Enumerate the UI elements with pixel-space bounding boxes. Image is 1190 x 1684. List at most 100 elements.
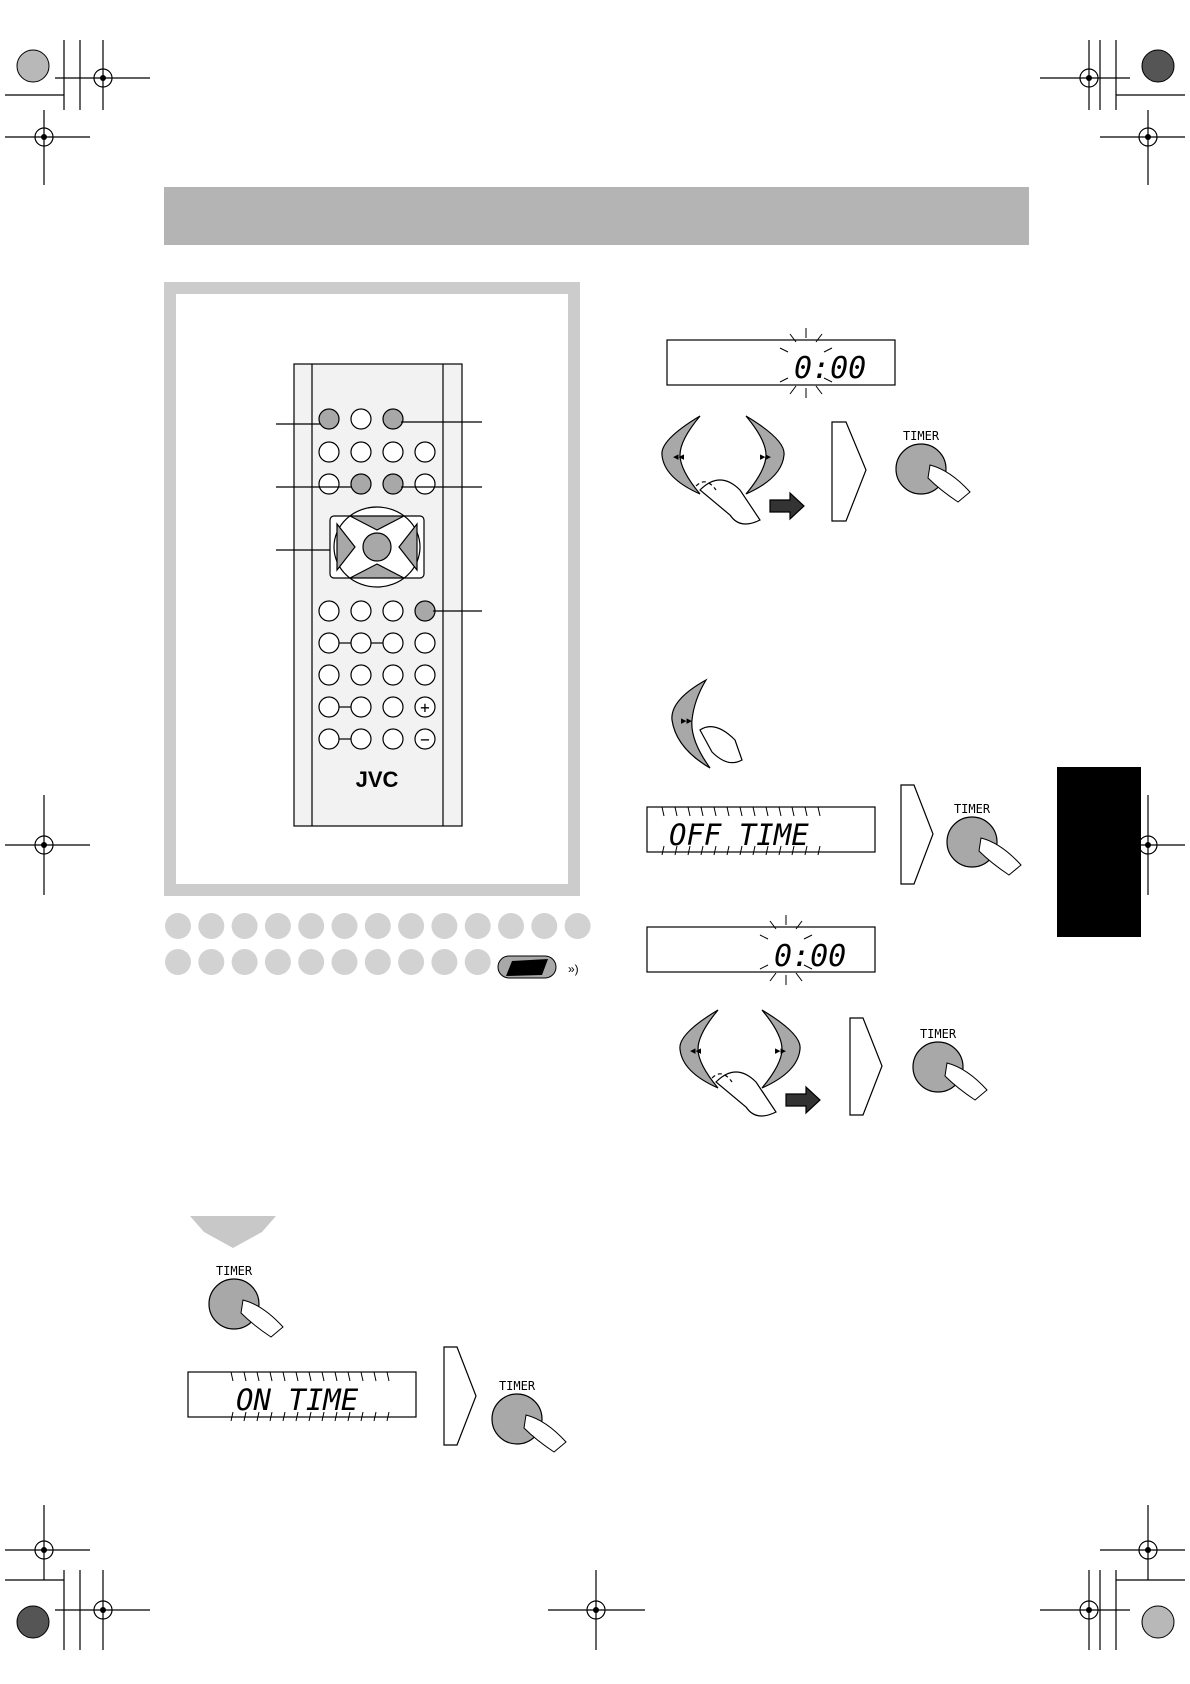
flow-arrows [443,421,934,1446]
blink-ray [295,1371,299,1382]
blink-ray [321,1411,325,1422]
blink-ray [282,1371,286,1382]
blink-ray [256,1371,260,1382]
blink-ray [256,1411,260,1422]
decorative-dot [165,949,191,975]
blink-ray [360,1371,364,1382]
timer-label-1: TIMER [903,429,940,443]
decorative-dot [398,913,425,939]
blink-ray [804,806,808,817]
blink-ray [269,1411,273,1422]
blink-ray [739,845,743,856]
timer-button-4[interactable] [208,1278,284,1338]
timer-button-2[interactable] [946,816,1022,876]
remote-control [276,363,482,827]
blink-ray [386,1411,390,1422]
svg-text:+: + [420,698,430,717]
timer-button-1[interactable] [895,443,971,503]
blink-ray [282,1411,286,1422]
svg-text:»): ») [568,962,579,976]
blink-ray [765,806,769,817]
blink-ray [739,806,743,817]
decorative-dot [464,913,491,939]
decorative-dot [165,913,191,939]
svg-text:ON TIME: ON TIME [236,1383,359,1417]
decorative-dot [198,913,225,939]
blink-ray [713,845,717,856]
decorative-dot [364,913,391,939]
blink-ray [334,1411,338,1422]
blink-ray [817,845,821,856]
decorative-dot [398,949,425,975]
blink-ray [687,845,691,856]
registration-marks [5,40,1185,1650]
decorative-dot [298,949,325,975]
decorative-dot [264,949,291,975]
blink-ray [726,806,730,817]
timer-button-5[interactable] [491,1393,567,1453]
blink-ray [243,1411,247,1422]
decorative-dot [198,949,225,975]
next-icon-3[interactable]: ▸▸ [775,1045,787,1057]
decorative-dot [498,913,524,939]
header-bar [164,187,1029,245]
blink-ray [386,1371,390,1382]
decorative-dot [231,949,258,975]
display-off-time: OFF TIME [646,806,876,856]
blink-ray [778,845,782,856]
decorative-dot [298,913,325,939]
side-tab [1057,767,1141,937]
blink-ray [308,1371,312,1382]
blink-ray [700,806,704,817]
blink-ray [791,806,795,817]
svg-text:−: − [420,730,430,749]
skip-buttons-1 [661,415,805,525]
blink-ray [295,1411,299,1422]
decorative-dot [431,913,458,939]
blink-ray [778,806,782,817]
blink-ray [804,845,808,856]
blink-ray [360,1411,364,1422]
blink-ray [230,1371,234,1382]
blink-ray [765,845,769,856]
remote-sensor-icon: ») [497,955,579,979]
blink-ray [817,806,821,817]
timer-label-5: TIMER [499,1379,536,1393]
blink-ray [661,806,665,817]
prev-icon-1[interactable]: ◂◂ [673,451,685,463]
color-target-marks [16,49,1175,1639]
svg-text:OFF TIME: OFF TIME [669,818,809,852]
display-on-time: ON TIME [187,1371,417,1422]
blink-ray [700,845,704,856]
next-icon-2: ▸▸ [681,715,693,727]
blink-ray [791,845,795,856]
decorative-dot [331,949,358,975]
blink-ray [347,1371,351,1382]
remote-plus-minus: + − [420,698,430,749]
blink-ray [726,845,730,856]
decorative-dot [231,913,258,939]
skip-forward-button[interactable] [671,678,743,769]
timer-button-3[interactable] [912,1041,988,1101]
blink-ray [713,806,717,817]
registration-crosshair-fills [41,75,1151,1613]
decorative-dot [464,949,491,975]
timer-label-4: TIMER [216,1264,253,1278]
decorative-dot [431,949,458,975]
prev-icon-3[interactable]: ◂◂ [690,1045,702,1057]
decorative-dot [331,913,358,939]
decorative-dot [531,913,558,939]
next-icon-1[interactable]: ▸▸ [760,451,772,463]
down-arrow [190,1216,276,1248]
timer-label-3: TIMER [920,1027,957,1041]
blink-ray [674,845,678,856]
blink-ray [661,845,665,856]
skip-buttons-2 [679,1009,821,1117]
blink-ray [269,1371,273,1382]
timer-label-2: TIMER [954,802,991,816]
blink-ray [373,1411,377,1422]
blink-ray [334,1371,338,1382]
svg-text:0:00: 0:00 [794,351,866,386]
blink-ray [308,1411,312,1422]
